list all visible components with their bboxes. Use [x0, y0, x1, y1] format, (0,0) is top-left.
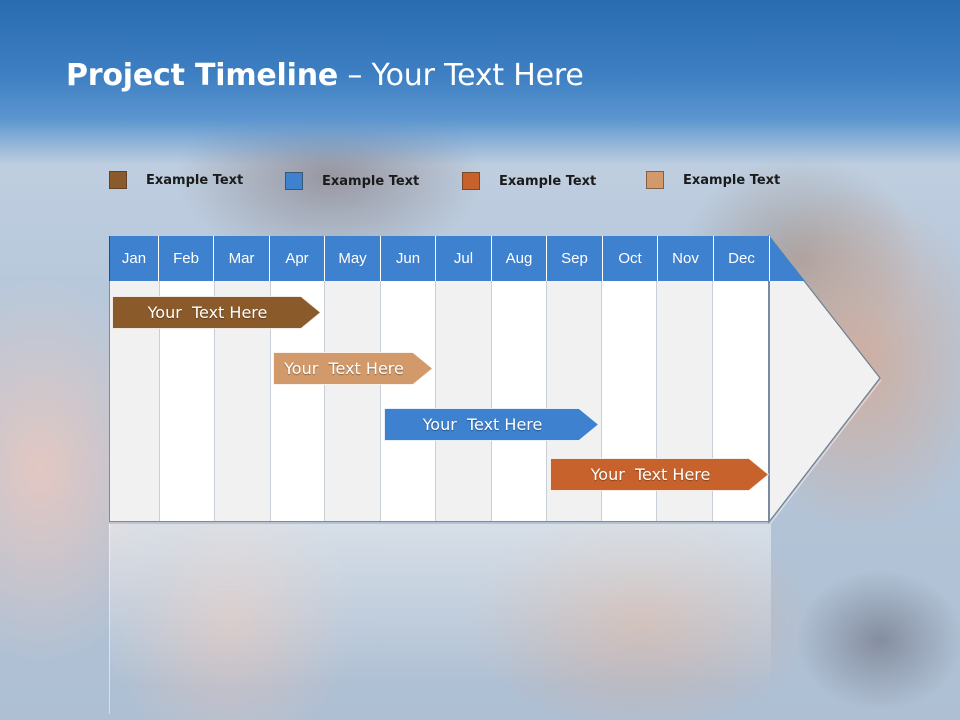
- legend-label: Example Text: [322, 173, 420, 189]
- legend-swatch: [646, 171, 664, 189]
- task-bar: Your Text Here: [112, 296, 321, 329]
- month-header-aug: Aug: [492, 236, 547, 281]
- task-arrow-shape: [384, 408, 599, 441]
- month-column: [325, 281, 382, 521]
- month-header-apr: Apr: [270, 236, 325, 281]
- month-header-feb: Feb: [159, 236, 214, 281]
- month-header-jan: Jan: [109, 236, 159, 281]
- legend-label: Example Text: [146, 172, 244, 188]
- month-column: [381, 281, 436, 521]
- month-header-jul: Jul: [436, 236, 492, 281]
- month-column: [492, 281, 547, 521]
- legend-label: Example Text: [683, 172, 781, 188]
- month-header-dec: Dec: [714, 236, 770, 281]
- month-header-oct: Oct: [603, 236, 658, 281]
- legend-label: Example Text: [499, 173, 597, 189]
- task-label: Your Text Here: [590, 465, 711, 484]
- title-banner: [0, 0, 960, 165]
- legend-item: Example Text: [462, 171, 596, 191]
- task-arrow-shape: [112, 296, 321, 329]
- task-arrow-shape: [273, 352, 433, 385]
- month-header-may: May: [325, 236, 381, 281]
- month-column: [713, 281, 769, 521]
- month-column: [160, 281, 215, 521]
- legend-swatch: [462, 172, 480, 190]
- month-header-mar: Mar: [214, 236, 270, 281]
- task-arrow-shape: [550, 458, 769, 491]
- legend-item: Example Text: [109, 170, 243, 190]
- title-bold: Project Timeline: [66, 58, 339, 93]
- task-label: Your Text Here: [147, 303, 268, 322]
- month-column: [602, 281, 658, 521]
- task-label: Your Text Here: [284, 359, 404, 378]
- chart-reflection: [109, 524, 771, 714]
- legend-swatch: [109, 171, 127, 189]
- task-label: Your Text Here: [422, 415, 543, 434]
- legend-item: Example Text: [285, 171, 419, 191]
- legend-item: Example Text: [646, 170, 780, 190]
- title-rest: – Your Text Here: [338, 58, 584, 93]
- month-column: [271, 281, 326, 521]
- month-header-jun: Jun: [381, 236, 436, 281]
- task-bar: Your Text Here: [384, 408, 599, 441]
- month-header-nov: Nov: [658, 236, 714, 281]
- task-bar: Your Text Here: [550, 458, 769, 491]
- legend-swatch: [285, 172, 303, 190]
- timeline-arrow-head: [768, 234, 882, 525]
- slide-title: Project Timeline – Your Text Here: [66, 58, 584, 93]
- month-header-sep: Sep: [547, 236, 603, 281]
- task-bar: Your Text Here: [273, 352, 433, 385]
- month-column: [435, 281, 492, 521]
